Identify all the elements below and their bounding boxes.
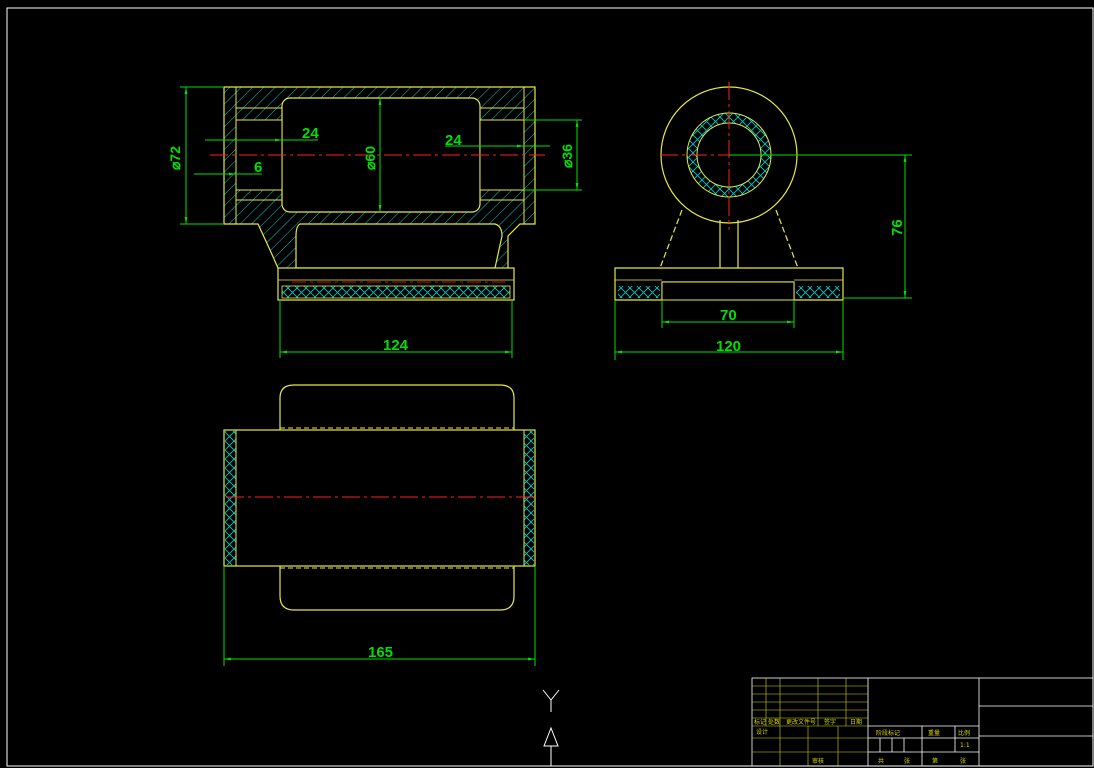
title-block-sheets: 共 bbox=[878, 757, 884, 765]
dim-side-base-width: 120 bbox=[716, 338, 741, 355]
top-view-body bbox=[223, 429, 536, 567]
title-block-change-doc: 更改文件号 bbox=[786, 718, 816, 726]
title-block-design: 设计 bbox=[756, 728, 768, 736]
title-block-scale: 比例 bbox=[958, 729, 970, 737]
dim-front-right-dia: ⌀36 bbox=[559, 144, 575, 168]
dim-top-length: 165 bbox=[368, 644, 393, 661]
side-view-rib bbox=[659, 209, 799, 269]
title-block-scale-value: 1:1 bbox=[960, 742, 970, 749]
title-block-sign: 签字 bbox=[824, 718, 836, 726]
side-view bbox=[614, 82, 844, 301]
title-block-sheets-unit: 张 bbox=[904, 757, 910, 765]
dim-front-small: 6 bbox=[254, 159, 262, 176]
title-block-mark: 标记 bbox=[754, 718, 766, 726]
title-block-weight: 重量 bbox=[928, 729, 940, 737]
title-block-count: 处数 bbox=[768, 718, 780, 726]
title-block-date: 日期 bbox=[850, 718, 862, 726]
front-view-dimensions bbox=[180, 86, 582, 358]
top-view-lower-base bbox=[279, 566, 515, 611]
roughness-symbol-icon bbox=[542, 689, 560, 766]
top-view-dimensions bbox=[223, 566, 536, 666]
title-block-page-unit: 张 bbox=[960, 757, 966, 765]
dim-front-outer-dia: ⌀72 bbox=[167, 146, 183, 170]
title-block bbox=[751, 677, 1094, 767]
title-block-grid bbox=[752, 678, 868, 766]
dim-front-bore-dia: ⌀60 bbox=[362, 146, 378, 170]
dim-front-top-left: 24 bbox=[302, 125, 319, 142]
drawing-border bbox=[6, 7, 1094, 767]
side-view-dimensions bbox=[614, 154, 912, 360]
front-view-pocket bbox=[295, 223, 503, 269]
title-block-page: 第 bbox=[932, 757, 938, 765]
front-section-view bbox=[210, 86, 545, 301]
dim-front-top-right: 24 bbox=[445, 132, 462, 149]
dim-side-foot-width: 70 bbox=[720, 307, 737, 324]
dim-side-height: 76 bbox=[889, 219, 906, 236]
top-view bbox=[223, 384, 536, 611]
dim-front-base-width: 124 bbox=[383, 337, 409, 354]
title-block-approve: 审核 bbox=[812, 757, 824, 765]
top-view-upper-base bbox=[279, 384, 515, 430]
title-block-stage: 阶段标记 bbox=[876, 729, 900, 737]
front-view-outline bbox=[223, 86, 536, 269]
